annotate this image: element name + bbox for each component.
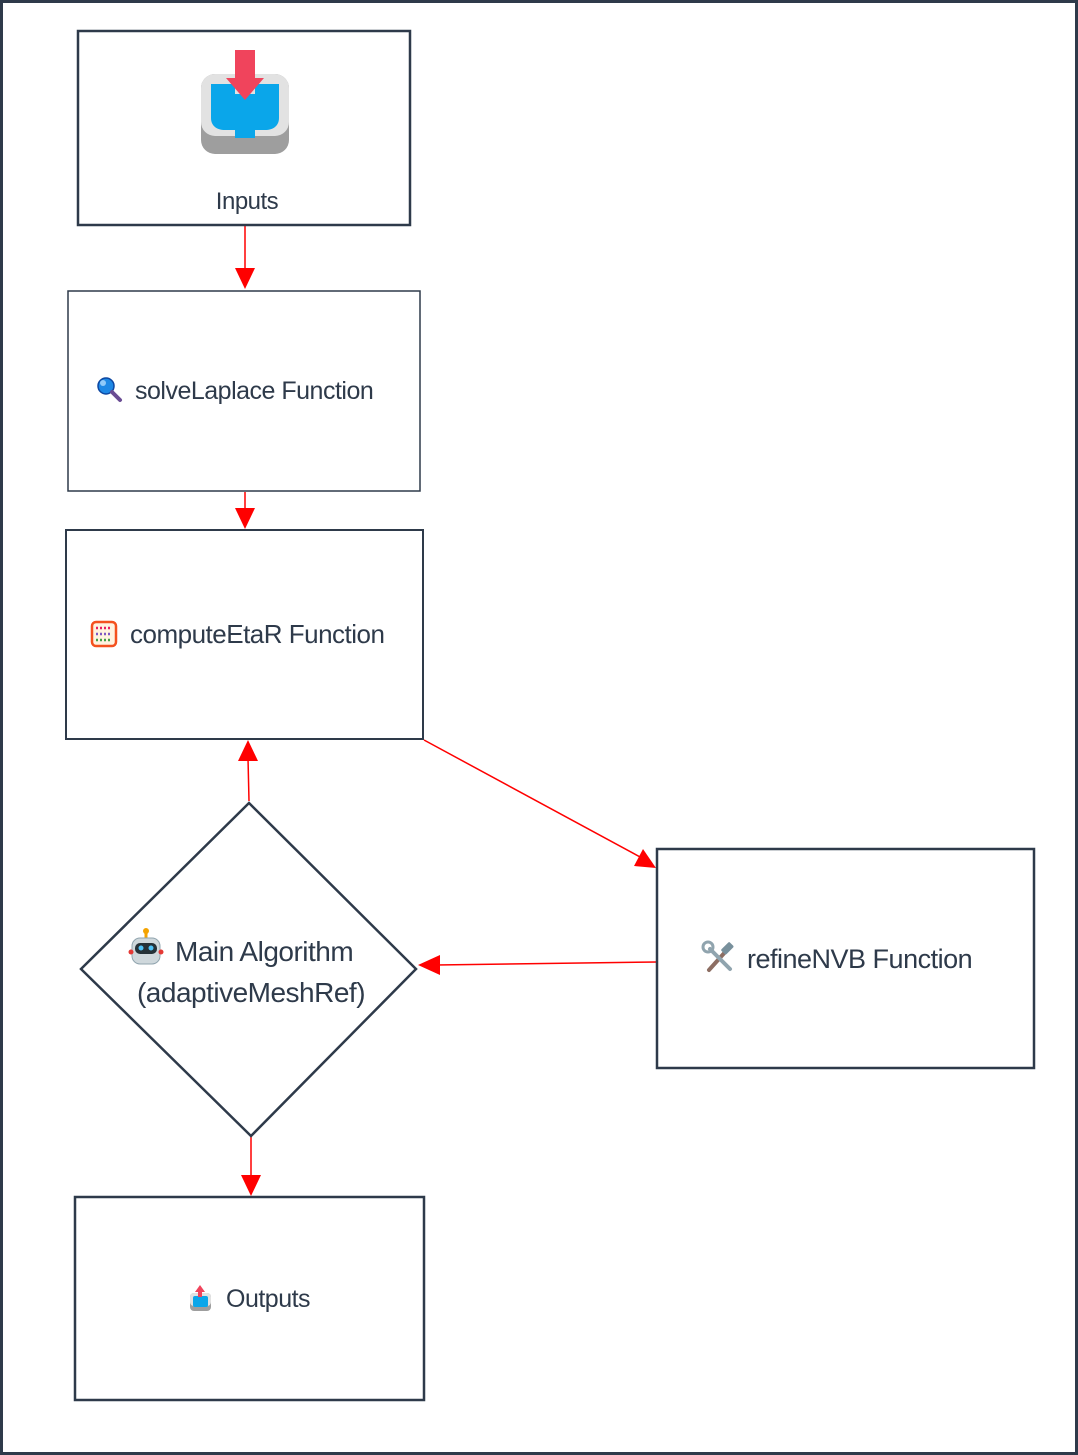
- node-inputs[interactable]: Inputs: [76, 29, 412, 227]
- edge-inputs-to-solve: [235, 226, 255, 289]
- node-main-algorithm[interactable]: Main Algorithm (adaptiveMeshRef): [79, 801, 418, 1138]
- node-compute-etar-label: computeEtaR Function: [130, 619, 384, 649]
- outbox-upload-icon: [190, 1285, 211, 1311]
- magnifier-icon: [97, 377, 122, 402]
- edge-refine-to-main: [418, 955, 658, 975]
- edge-solve-to-compute: [235, 492, 255, 529]
- edge-compute-to-refine: [423, 739, 656, 868]
- node-solve-laplace[interactable]: solveLaplace Function: [67, 290, 421, 492]
- node-main-algorithm-label-line1: Main Algorithm: [175, 936, 353, 967]
- inbox-download-icon: [201, 50, 289, 154]
- node-refine-nvb-label: refineNVB Function: [747, 944, 972, 974]
- node-compute-etar[interactable]: computeEtaR Function: [65, 529, 424, 740]
- node-main-algorithm-label-line2: (adaptiveMeshRef): [137, 977, 365, 1008]
- node-solve-laplace-label: solveLaplace Function: [135, 377, 373, 405]
- abacus-icon: [90, 620, 118, 648]
- node-outputs[interactable]: Outputs: [73, 1195, 426, 1402]
- node-inputs-label: Inputs: [216, 188, 279, 215]
- node-refine-nvb[interactable]: refineNVB Function: [655, 847, 1036, 1070]
- edge-main-to-outputs: [241, 1136, 261, 1196]
- robot-icon: [128, 928, 164, 965]
- node-outputs-label: Outputs: [226, 1285, 310, 1313]
- edges: [235, 226, 658, 1196]
- edge-main-to-compute: [238, 740, 258, 802]
- hammer-wrench-icon: [701, 940, 734, 972]
